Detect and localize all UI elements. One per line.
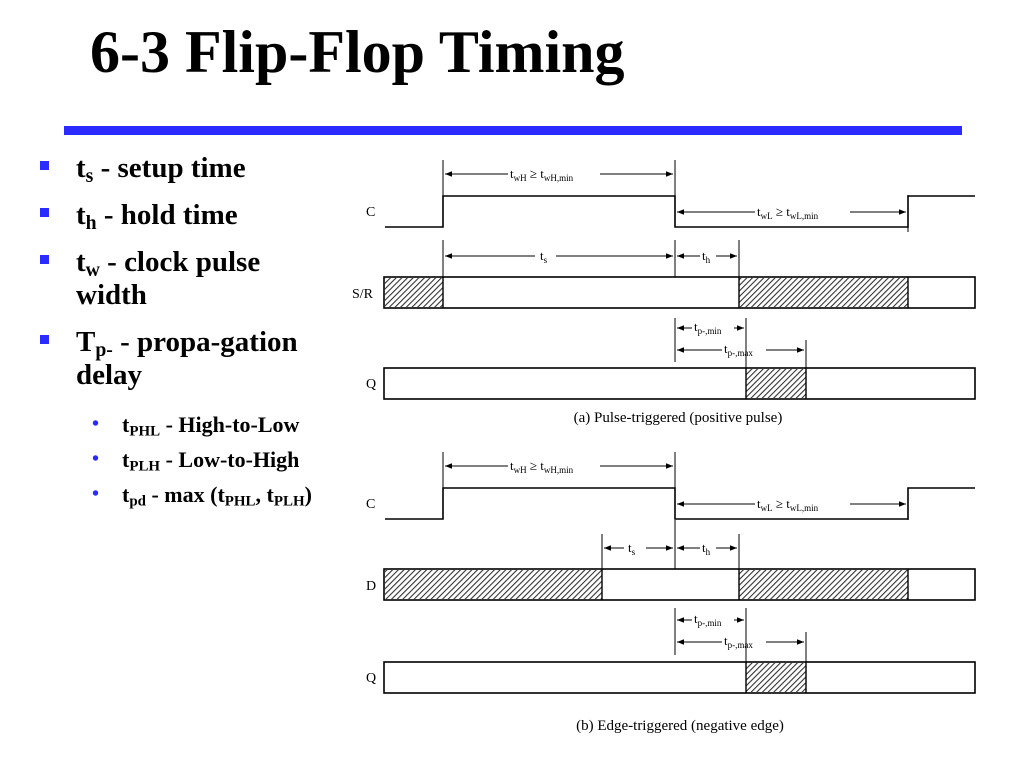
bullet-symbol: T [76,326,96,358]
title-divider [64,126,962,135]
subbullet-text: - max (t [145,482,225,507]
subbullet-tphl: • tPHL - High-to-Low [92,412,312,440]
dot-bullet-icon: • [92,448,100,470]
bullet-subscript: s [85,164,94,187]
bullet-subscript: p- [95,338,113,361]
input-hatch-region [739,278,908,307]
subbullet-text: ) [304,482,312,507]
subbullet-text: - High-to-Low [160,412,300,437]
bullet-subscript: w [85,258,100,281]
bullet-hold-time: th - hold time [38,199,348,234]
square-bullet-icon [40,255,49,264]
bullet-clock-pulse-width: tw - clock pulse width [38,246,276,312]
subbullet-tpd: • tpd - max (tPHL, tPLH) [92,482,322,510]
output-waveform [383,661,976,694]
clock-label: C [366,497,375,512]
subbullet-subscript: PLH [129,458,161,475]
bullet-list: ts - setup time th - hold time tw - cloc… [38,152,348,517]
th-label: th [702,248,711,265]
input-hatch-region [385,570,602,599]
caption-a: (a) Pulse-triggered (positive pulse) [574,410,783,426]
bullet-setup-time: ts - setup time [38,152,348,187]
tpmax-label: tp-,max [724,341,753,358]
tpmin-label: tp-,min [694,319,722,336]
twh-label: twH ≥ twH,min [510,166,574,183]
clock-waveform [385,487,975,520]
tpmin-label: tp-,min [694,611,722,628]
input-label: D [366,579,376,594]
square-bullet-icon [40,161,49,170]
input-hatch-region [739,570,908,599]
clock-label: C [366,205,375,220]
twl-label: twL ≥ twL,min [757,496,819,513]
bullet-symbol: t [76,246,86,278]
twh-label: twH ≥ twH,min [510,458,574,475]
subbullet-symbol: t [122,482,130,507]
ts-label: ts [628,540,636,557]
subbullet-symbol: t [122,412,130,437]
diagram-b: twH ≥ twH,min C twL ≥ twL,min ts th D tp… [366,452,976,734]
output-label: Q [366,671,376,686]
caption-b: (b) Edge-triggered (negative edge) [576,718,784,734]
bullet-symbol: t [76,152,86,184]
output-hatch-region [746,369,806,398]
input-hatch-region [385,278,443,307]
dot-bullet-icon: • [92,483,100,505]
input-label: S/R [352,287,374,302]
bullet-text: - hold time [96,199,238,231]
subbullet-symbol: t [122,447,130,472]
subbullet-subscript: pd [129,493,146,510]
bullet-text: - setup time [93,152,246,184]
square-bullet-icon [40,208,49,217]
bullet-text: - clock pulse width [76,246,261,311]
clock-waveform [385,195,975,228]
subbullet-tplh: • tPLH - Low-to-High [92,447,312,475]
subbullet-subscript: PHL [129,423,161,440]
tpmax-label: tp-,max [724,633,753,650]
bullet-symbol: t [76,199,86,231]
output-label: Q [366,377,376,392]
output-waveform [383,367,976,400]
bullet-subscript: h [85,211,97,234]
subbullet-text: - Low-to-High [160,447,300,472]
diagram-a: twH ≥ twH,min C twL ≥ twL,min ts th S/R … [352,160,976,426]
output-hatch-region [746,663,806,692]
ts-label: ts [540,248,548,265]
subbullet-subscript: PLH [273,493,305,510]
dot-bullet-icon: • [92,413,100,435]
square-bullet-icon [40,335,49,344]
subbullet-subscript: PHL [224,493,256,510]
twl-label: twL ≥ twL,min [757,204,819,221]
bullet-propagation-delay: Tp- - propa-gation delay [38,326,306,392]
bullet-text: - propa-gation delay [76,326,298,391]
th-label: th [702,540,711,557]
subbullet-text: , t [255,482,274,507]
slide-title: 6-3 Flip-Flop Timing [90,19,625,85]
